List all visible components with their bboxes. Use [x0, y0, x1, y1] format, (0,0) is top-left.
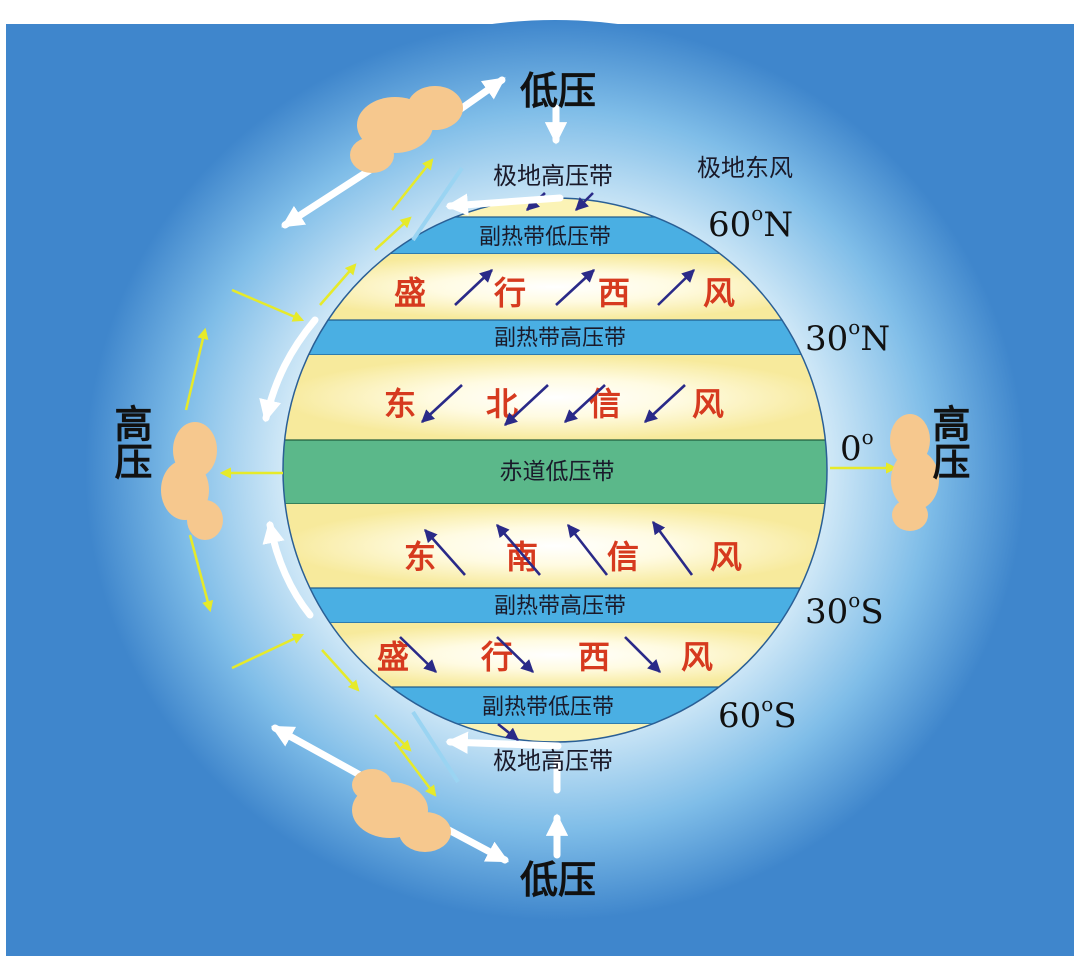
- arrow-se-trade-4: [651, 520, 694, 576]
- arrow-yellow-5: [184, 327, 209, 411]
- wind-char: 行: [494, 274, 526, 312]
- arrow-yellow-10: [374, 714, 412, 752]
- arrow-se-trade-1: [424, 529, 466, 576]
- wind-char: 风: [692, 385, 724, 423]
- latitude-30s: 30oS: [805, 588, 884, 632]
- arrow-westerly-n-1: [454, 269, 493, 306]
- white-arrows: [259, 76, 569, 864]
- label-high-pressure-left: 高压: [108, 404, 152, 480]
- front-line-south: [411, 710, 460, 784]
- arrow-yellow-9: [321, 649, 360, 692]
- wind-n-westerlies: 盛 行 西 风: [394, 274, 735, 312]
- wind-char: 行: [481, 638, 513, 676]
- wind-char: 风: [703, 274, 735, 312]
- wind-char: 信: [589, 385, 621, 423]
- wind-char: 南: [506, 538, 538, 576]
- band-label-n-subpolar-low: 副热带低压带: [479, 225, 611, 250]
- arrow-yellow-8: [231, 633, 305, 670]
- arrow-white-lower-arc: [262, 520, 314, 619]
- front-line-north: [411, 166, 464, 242]
- wind-char: 西: [598, 274, 630, 312]
- arrow-westerly-s-2: [496, 636, 534, 673]
- arrow-white-south-down: [441, 824, 509, 864]
- band-equatorial-low: [283, 439, 827, 505]
- label-polar-high-south: 极地高压带: [493, 747, 613, 775]
- wind-se-trades: 东 南 信 风: [404, 538, 742, 576]
- yellow-arrows: [184, 158, 898, 797]
- wind-char: 风: [681, 638, 713, 676]
- arrow-yellow-2: [319, 263, 357, 306]
- band-label-s-subpolar-low: 副热带低压带: [482, 695, 614, 720]
- band-ne-trades: [283, 355, 827, 440]
- wind-char: 信: [607, 538, 639, 576]
- band-s-subtrop-high: [283, 587, 827, 624]
- arrow-ne-trade-1: [421, 384, 463, 423]
- label-high-pressure-right: 高压: [926, 404, 970, 480]
- arrow-polar-east-n-2: [575, 192, 594, 211]
- cloud-icon: [352, 769, 451, 852]
- cloud-icon: [161, 422, 223, 540]
- arrow-white-polar-north: [445, 193, 564, 216]
- latitude-0: 0o: [840, 425, 874, 469]
- arrow-westerly-s-1: [399, 636, 437, 673]
- band-n-subtrop-high: [283, 319, 827, 356]
- wind-char: 盛: [394, 274, 426, 312]
- arrow-westerly-n-3: [657, 269, 695, 306]
- arrow-ne-trade-4: [644, 384, 686, 423]
- band-label-n-subtrop-high: 副热带高压带: [494, 326, 626, 351]
- latitude-30n: 30oN: [805, 315, 890, 359]
- arrow-se-trade-2: [496, 524, 541, 576]
- wind-char: 东: [384, 385, 416, 423]
- cloud-icon: [890, 414, 939, 531]
- arrow-yellow-3: [391, 158, 434, 211]
- wind-char: 东: [404, 538, 436, 576]
- arrow-westerly-s-3: [624, 636, 661, 673]
- latitude-60n: 60oN: [708, 201, 793, 245]
- arrow-ne-trade-3: [564, 384, 606, 423]
- band-label-equatorial-low: 赤道低压带: [500, 459, 615, 485]
- arrow-white-south-cell: [271, 724, 364, 779]
- arrow-yellow-1: [374, 216, 412, 251]
- arrow-yellow-11: [394, 741, 437, 797]
- arrow-ne-trade-2: [504, 384, 549, 426]
- arrow-white-upper-arc: [259, 316, 319, 423]
- wind-char: 盛: [377, 638, 409, 676]
- label-low-pressure-top: 低压: [520, 69, 596, 113]
- arrow-westerly-n-2: [555, 269, 595, 306]
- label-polar-easterlies: 极地东风: [697, 154, 793, 182]
- latitude-60s: 60oS: [718, 692, 797, 736]
- wind-arrows: [399, 192, 695, 742]
- band-se-trades: [283, 504, 827, 588]
- label-low-pressure-bottom: 低压: [520, 858, 596, 902]
- wind-char: 风: [710, 538, 742, 576]
- arrow-white-north-cell: [281, 166, 374, 229]
- cloud-icon: [350, 86, 463, 173]
- arrow-white-polar-south: [445, 731, 562, 754]
- wind-s-westerlies: 盛 行 西 风: [377, 638, 713, 676]
- arrow-polar-east-s-1: [497, 722, 520, 742]
- label-polar-high-north: 极地高压带: [493, 162, 613, 190]
- arrow-yellow-4: [231, 288, 305, 322]
- wind-char: 西: [578, 638, 610, 676]
- arrow-se-trade-3: [566, 523, 609, 576]
- band-label-s-subtrop-high: 副热带高压带: [494, 594, 626, 619]
- arrow-yellow-7: [188, 534, 214, 613]
